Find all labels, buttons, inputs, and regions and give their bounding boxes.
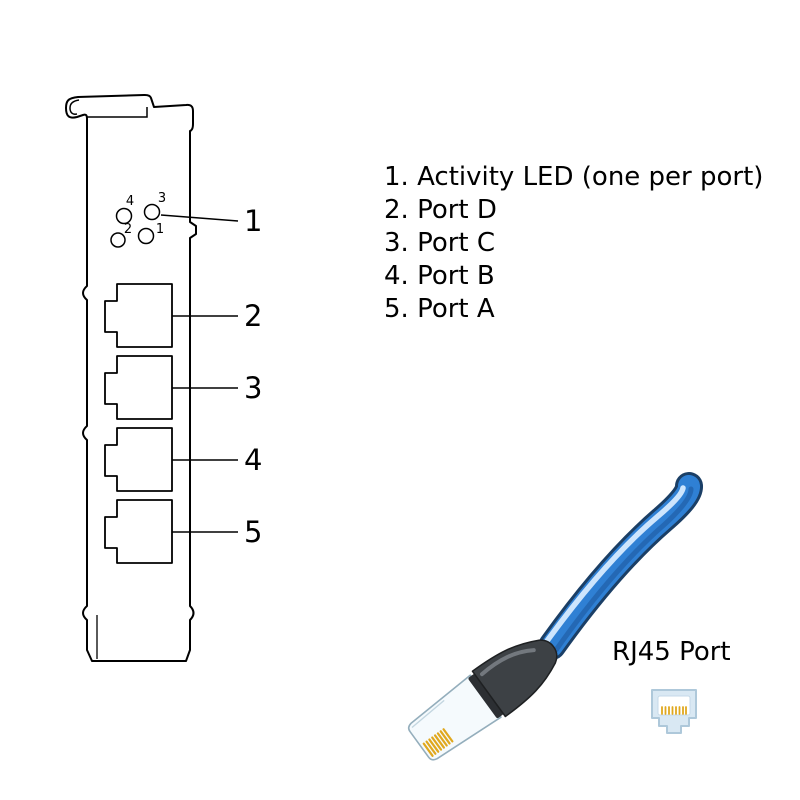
cable-highlight — [544, 485, 686, 644]
callout-lines — [160, 214, 239, 533]
led-circle — [110, 232, 126, 248]
rj45-plug-assembly — [407, 639, 558, 761]
port-cutout-port-d — [104, 283, 173, 348]
legend: 1. Activity LED (one per port) 2. Port D… — [384, 161, 763, 326]
callout-line-1 — [160, 214, 239, 222]
callout-number-2: 2 — [244, 299, 262, 333]
plug-facet-line — [411, 699, 445, 729]
cable-body — [541, 475, 700, 657]
legend-item-port-b: 4. Port B — [384, 261, 495, 291]
activity-leds: 4 3 2 1 — [110, 191, 166, 248]
ethernet-cable — [538, 472, 703, 660]
led-number-label: 3 — [158, 191, 166, 206]
callout-number-4: 4 — [244, 443, 262, 477]
legend-item-port-c: 3. Port C — [384, 228, 496, 258]
boot-collar — [468, 673, 504, 718]
port-cutouts — [104, 283, 173, 564]
legend-item-activity-led: 1. Activity LED (one per port) — [384, 162, 764, 192]
callout-number-1: 1 — [244, 204, 262, 238]
led-number-label: 2 — [124, 222, 132, 237]
callout-numbers: 1 2 3 4 5 — [244, 204, 262, 549]
cable-boot — [471, 639, 558, 718]
led-circle — [137, 227, 155, 245]
led-circle — [115, 207, 133, 225]
port-cutout-port-a — [104, 499, 173, 564]
led-number-label: 1 — [156, 222, 164, 237]
legend-item-port-d: 2. Port D — [384, 195, 497, 225]
bracket-hook-detail — [69, 99, 80, 115]
callout-number-3: 3 — [244, 371, 262, 405]
led-number-label: 4 — [126, 194, 134, 209]
boot-highlight — [479, 648, 536, 677]
legend-item-port-a: 5. Port A — [384, 294, 495, 324]
rj45-port-label: RJ45 Port — [612, 637, 731, 667]
port-cutout-port-b — [104, 427, 173, 492]
jack-icon-pins — [661, 706, 687, 715]
cable-shade — [553, 486, 694, 653]
led-circle — [143, 203, 161, 221]
rj45-jack-icon — [651, 689, 697, 734]
plug-pins — [422, 728, 454, 757]
bracket-flange-detail — [87, 107, 148, 118]
callout-number-5: 5 — [244, 515, 262, 549]
port-cutout-port-c — [104, 355, 173, 420]
